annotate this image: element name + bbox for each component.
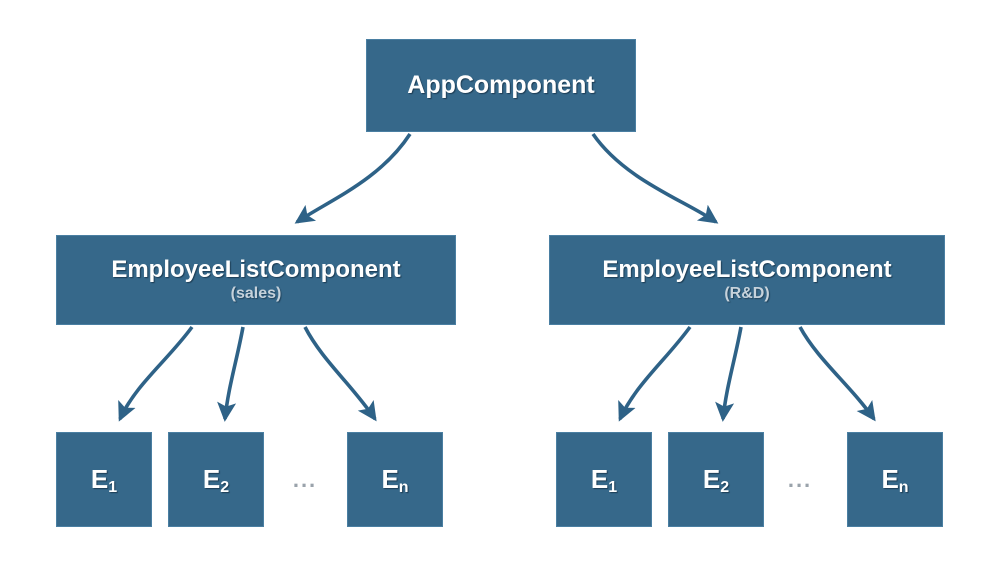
- leaf-base: E: [90, 463, 109, 494]
- node-employee-list-sales-label: EmployeeListComponent: [111, 256, 401, 284]
- node-employee-list-rnd[interactable]: EmployeeListComponent (R&D): [549, 235, 945, 325]
- node-app-component[interactable]: AppComponent: [366, 39, 636, 132]
- edge-sales-to-en: [303, 326, 377, 422]
- node-leaf-sales-e1[interactable]: E1: [56, 432, 152, 527]
- node-leaf-rnd-en-label: En: [881, 463, 909, 496]
- edge-sales-to-e1: [118, 325, 194, 422]
- edge-rnd-to-en: [798, 326, 876, 422]
- leaf-base: E: [881, 463, 899, 494]
- node-leaf-rnd-e2[interactable]: E2: [668, 432, 764, 527]
- leaf-base: E: [590, 463, 609, 494]
- node-leaf-sales-e2-label: E2: [202, 463, 230, 496]
- node-leaf-sales-e1-label: E1: [90, 463, 118, 496]
- edge-rnd-to-e2: [715, 326, 743, 422]
- node-employee-list-rnd-label: EmployeeListComponent: [602, 256, 892, 284]
- edge-app-to-rnd: [591, 132, 719, 224]
- node-leaf-sales-en-label: En: [381, 463, 409, 496]
- node-employee-list-sales[interactable]: EmployeeListComponent (sales): [56, 235, 456, 325]
- leaf-index: 2: [220, 478, 230, 496]
- ellipsis-rnd: ...: [787, 466, 813, 492]
- node-leaf-rnd-en[interactable]: En: [847, 432, 943, 527]
- leaf-index: n: [898, 478, 909, 496]
- ellipsis-sales: ...: [292, 466, 318, 492]
- edge-rnd-to-e1: [618, 325, 692, 422]
- edge-sales-to-e2: [217, 326, 245, 422]
- leaf-base: E: [702, 463, 721, 494]
- node-leaf-rnd-e1[interactable]: E1: [556, 432, 652, 527]
- node-leaf-sales-e2[interactable]: E2: [168, 432, 264, 527]
- leaf-index: 2: [720, 478, 730, 496]
- node-app-component-label: AppComponent: [407, 71, 595, 100]
- leaf-base: E: [381, 463, 399, 494]
- leaf-index: n: [398, 478, 409, 496]
- node-leaf-sales-en[interactable]: En: [347, 432, 443, 527]
- leaf-index: 1: [108, 478, 118, 496]
- node-leaf-rnd-e2-label: E2: [702, 463, 730, 496]
- node-leaf-rnd-e1-label: E1: [590, 463, 618, 496]
- node-employee-list-rnd-subtitle: (R&D): [724, 284, 770, 302]
- node-employee-list-sales-subtitle: (sales): [230, 284, 282, 302]
- leaf-index: 1: [608, 478, 618, 496]
- leaf-base: E: [202, 463, 221, 494]
- edge-app-to-sales: [294, 133, 412, 224]
